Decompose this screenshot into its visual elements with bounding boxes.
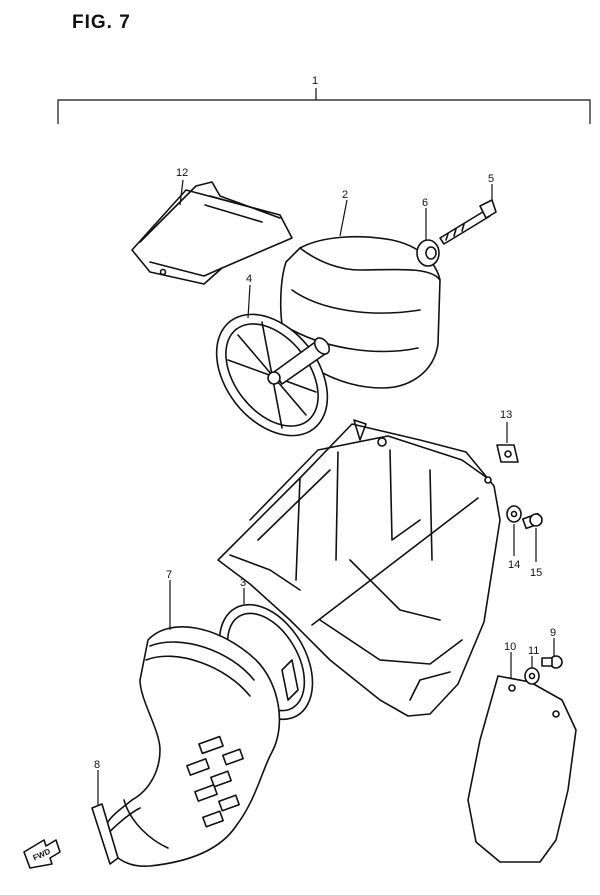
callout-10: 10 bbox=[504, 641, 516, 653]
callout-13: 13 bbox=[500, 409, 512, 421]
part-5-bolt bbox=[439, 184, 497, 245]
part-10-side-cover bbox=[467, 652, 577, 863]
part-14-washer bbox=[506, 505, 522, 556]
callout-1: 1 bbox=[312, 75, 318, 87]
callout-14: 14 bbox=[508, 559, 520, 571]
part-8-clamp bbox=[91, 770, 119, 865]
part-13-clip-nut bbox=[496, 422, 519, 463]
callout-8: 8 bbox=[94, 759, 100, 771]
callout-labels: 1 2 3 4 5 6 7 8 9 10 11 12 13 14 15 bbox=[94, 75, 556, 771]
figure-title: FIG. 7 bbox=[72, 12, 131, 33]
callout-12: 12 bbox=[176, 167, 188, 179]
air-cleaner-case bbox=[217, 419, 501, 717]
callout-7: 7 bbox=[166, 569, 172, 581]
part-7-intake-boot bbox=[103, 580, 281, 867]
callout-9: 9 bbox=[550, 627, 556, 639]
callout-11: 11 bbox=[528, 645, 539, 657]
callout-2: 2 bbox=[342, 189, 348, 201]
part-15-screw bbox=[521, 512, 543, 562]
part-11-washer bbox=[524, 656, 540, 685]
part-6-nut bbox=[416, 208, 440, 267]
part-9-bolt bbox=[541, 638, 563, 669]
part-12-cover bbox=[131, 179, 293, 285]
assembly-bracket bbox=[57, 88, 591, 124]
callout-4: 4 bbox=[246, 273, 252, 285]
callout-6: 6 bbox=[422, 197, 428, 209]
part-4-filter-holder bbox=[215, 284, 331, 437]
callout-15: 15 bbox=[530, 567, 542, 579]
callout-5: 5 bbox=[488, 173, 494, 185]
fwd-arrow-icon: FWD bbox=[23, 839, 61, 869]
callout-3: 3 bbox=[240, 577, 246, 589]
